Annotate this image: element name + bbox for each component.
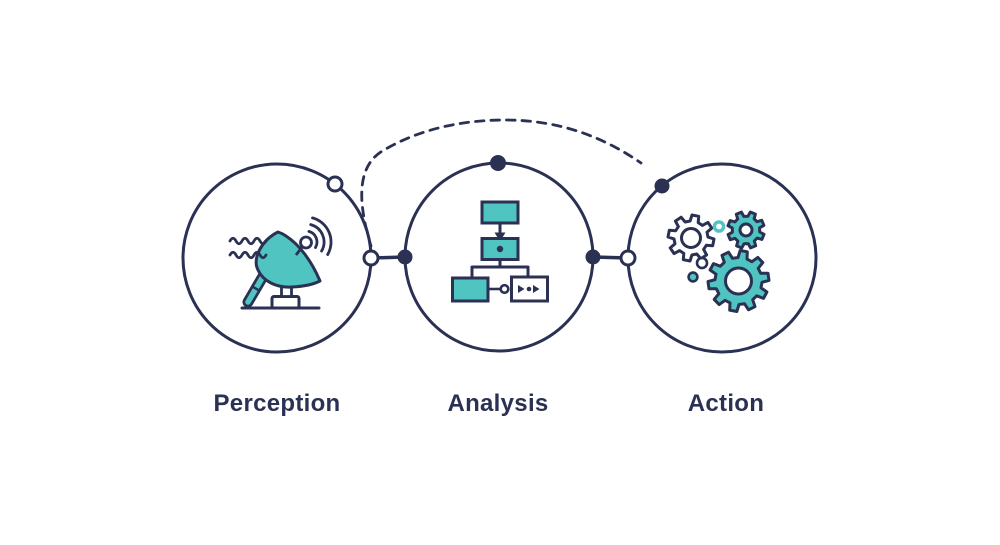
node-filled-analysis-left: [397, 249, 413, 265]
dish-base: [270, 295, 301, 310]
dish-feed: [299, 235, 313, 250]
gear-small-teal-hole: [738, 222, 754, 238]
incoming-wave-top: [228, 236, 268, 246]
gear-white-hole: [680, 227, 702, 249]
node-filled-action-top: [654, 178, 670, 194]
gear-ring-dot: [712, 220, 726, 233]
node-filled-analysis-top: [490, 155, 506, 171]
flowchart-left-box: [451, 276, 490, 303]
flowchart-middle-dot: [496, 245, 504, 253]
flowchart-link-node: [499, 283, 510, 295]
node-open-perception-right: [362, 249, 380, 267]
node-open-perception-top: [326, 175, 344, 193]
cycle-dashed-arc: [360, 118, 643, 248]
satellite-dish-icon: [228, 216, 333, 310]
gears-icon: [666, 210, 771, 313]
stage-label-analysis: Analysis: [447, 390, 549, 417]
node-filled-analysis-right: [585, 249, 601, 265]
flowchart-top-box: [480, 200, 520, 225]
incoming-wave-bottom: [228, 250, 268, 260]
gear-large-teal-hole: [724, 266, 753, 296]
stage-label-perception: Perception: [213, 390, 341, 417]
chevron-dot-chevron-icon: [518, 285, 540, 293]
gear-teal-dot: [687, 271, 699, 283]
signal-arcs: [307, 216, 333, 256]
flowchart-branch-lines: [470, 259, 530, 278]
flowchart-icon: [451, 200, 549, 303]
gear-open-dot: [695, 256, 709, 270]
dish-bowl: [254, 230, 322, 289]
node-open-action-left: [619, 249, 637, 267]
stage-label-action: Action: [687, 390, 765, 417]
